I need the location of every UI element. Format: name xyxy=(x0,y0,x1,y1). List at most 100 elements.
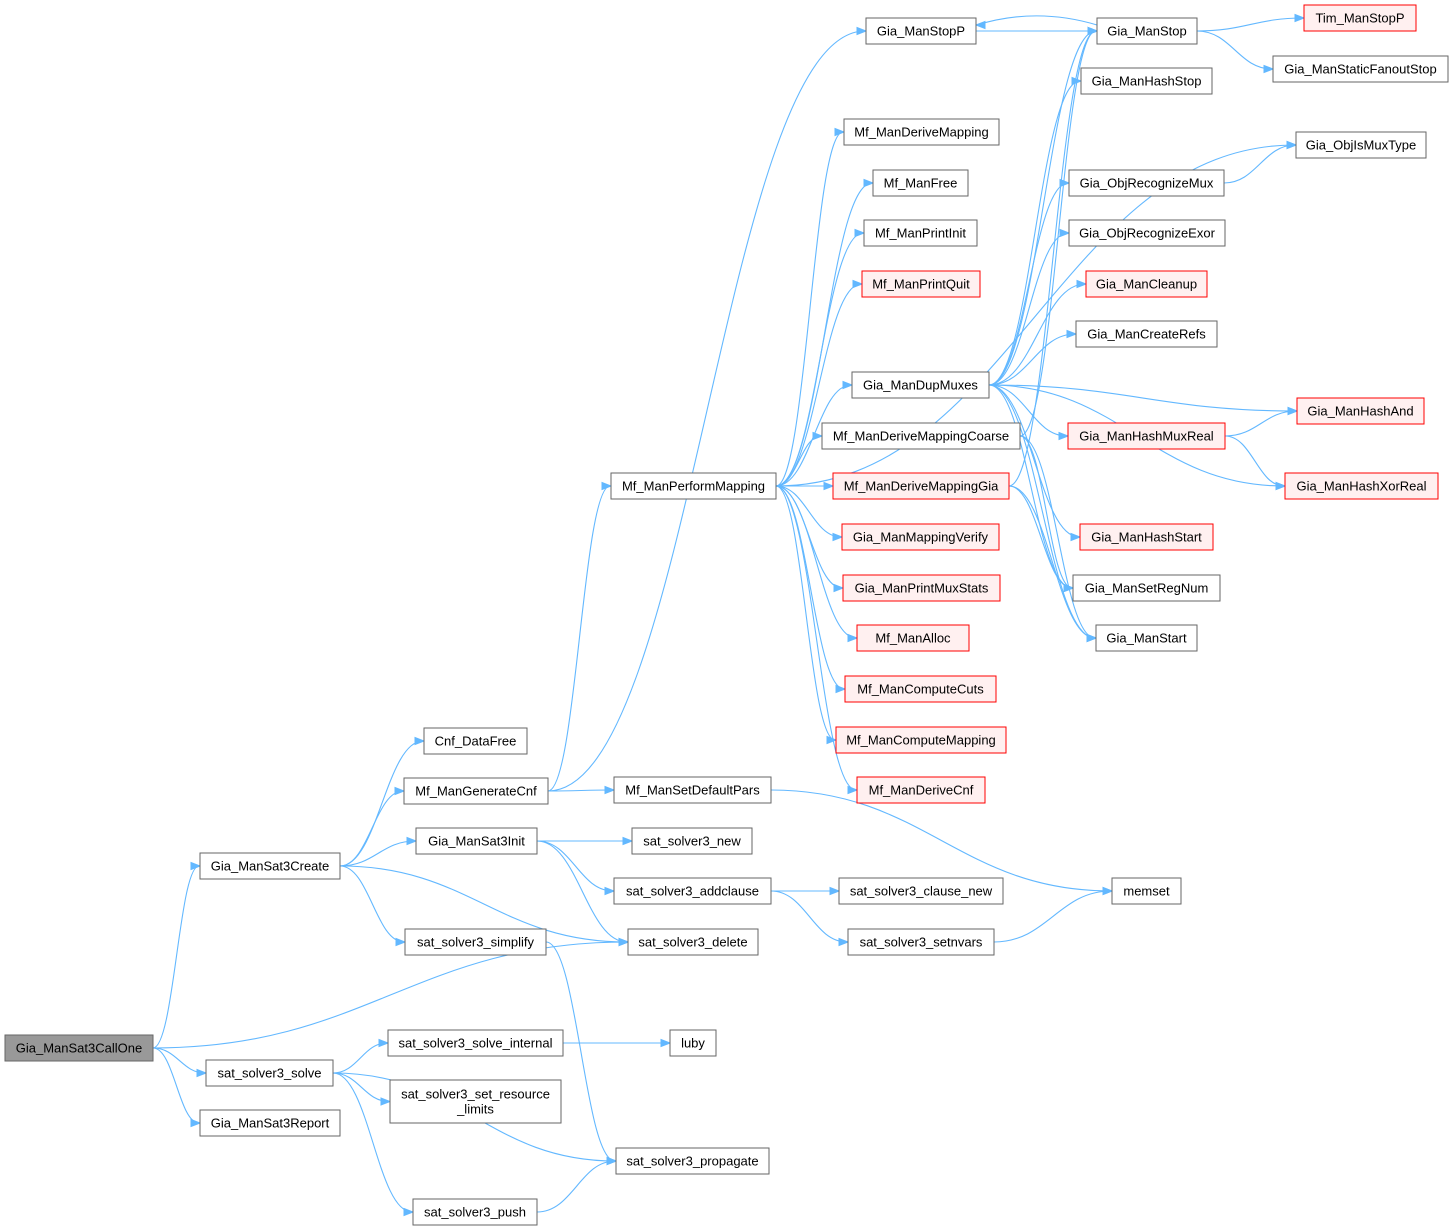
node-gia-manprintmuxstats[interactable]: Gia_ManPrintMuxStats xyxy=(842,574,1001,602)
node-gia-objrecognizemux[interactable]: Gia_ObjRecognizeMux xyxy=(1068,169,1225,197)
node-sat-solver3-push[interactable]: sat_solver3_push xyxy=(412,1198,538,1226)
node-gia-mansat3create[interactable]: Gia_ManSat3Create xyxy=(199,852,341,880)
edge-n13-to-n18 xyxy=(988,283,1086,386)
node-gia-manstop[interactable]: Gia_ManStop xyxy=(1096,17,1198,45)
node-box xyxy=(863,219,978,247)
edge-n0-to-n48 xyxy=(152,1047,200,1124)
node-gia-objrecognizeexor[interactable]: Gia_ObjRecognizeExor xyxy=(1068,219,1226,247)
edge-arrowhead xyxy=(1066,329,1078,339)
node-gia-mansetregnum[interactable]: Gia_ManSetRegNum xyxy=(1072,574,1221,602)
edge-arrowhead xyxy=(190,861,202,871)
node-gia-manhashstop[interactable]: Gia_ManHashStop xyxy=(1080,67,1213,95)
node-mf-manalloc[interactable]: Mf_ManAlloc xyxy=(856,624,970,652)
node-label: sat_solver3_solve xyxy=(217,1066,321,1081)
node-label: Mf_ManGenerateCnf xyxy=(415,784,537,799)
node-box xyxy=(199,852,341,880)
node-box xyxy=(872,169,969,197)
edge-arrowhead xyxy=(974,20,986,30)
node-mf-manderivemappinggia[interactable]: Mf_ManDeriveMappingGia xyxy=(832,472,1010,500)
node-label: sat_solver3_propagate xyxy=(626,1154,758,1169)
node-mf-manperformmapping[interactable]: Mf_ManPerformMapping xyxy=(610,472,777,500)
edge-arrowhead xyxy=(1070,532,1082,542)
node-sat-solver3-solve[interactable]: sat_solver3_solve xyxy=(205,1059,334,1087)
node-label: sat_solver3_setnvars xyxy=(860,935,983,950)
node-label: Gia_ManStaticFanoutStop xyxy=(1284,62,1436,77)
node-label: luby xyxy=(681,1036,705,1051)
edge-n36-to-n38 xyxy=(536,840,614,892)
node-label: sat_solver3_solve_internal xyxy=(399,1036,553,1051)
node-box xyxy=(1095,624,1198,652)
node-tim-manstopp[interactable]: Tim_ManStopP xyxy=(1303,4,1417,32)
node-gia-mansat3init[interactable]: Gia_ManSat3Init xyxy=(415,827,538,855)
node-label: Gia_ObjIsMuxType xyxy=(1306,138,1417,153)
edge-n5-to-n6 xyxy=(1196,17,1304,32)
node-memset[interactable]: memset xyxy=(1111,877,1182,905)
edge-arrowhead xyxy=(826,735,838,745)
node-sat-solver3-addclause[interactable]: sat_solver3_addclause xyxy=(613,877,772,905)
node-sat-solver3-propagate[interactable]: sat_solver3_propagate xyxy=(615,1147,770,1175)
node-label: Mf_ManPrintInit xyxy=(875,226,966,241)
node-gia-manhashmuxreal[interactable]: Gia_ManHashMuxReal xyxy=(1067,422,1226,450)
node-mf-manprintquit[interactable]: Mf_ManPrintQuit xyxy=(861,270,981,298)
node-sat-solver3-set-resource-limits[interactable]: sat_solver3_set_resource_limits xyxy=(389,1079,562,1124)
edge-arrowhead xyxy=(847,633,859,643)
node-mf-manprintinit[interactable]: Mf_ManPrintInit xyxy=(863,219,978,247)
edge-n13-to-n21 xyxy=(988,384,1068,437)
node-mf-manderivecnf[interactable]: Mf_ManDeriveCnf xyxy=(856,776,986,804)
node-sat-solver3-clause-new[interactable]: sat_solver3_clause_new xyxy=(838,877,1004,905)
node-box xyxy=(856,776,986,804)
node-gia-manhashstart[interactable]: Gia_ManHashStart xyxy=(1079,523,1214,551)
node-mf-manderivemapping[interactable]: Mf_ManDeriveMapping xyxy=(843,118,1000,146)
edge-n8-to-n23 xyxy=(775,435,822,487)
node-gia-manstaticfanoutstop[interactable]: Gia_ManStaticFanoutStop xyxy=(1272,55,1449,83)
edge-n1-to-n42 xyxy=(339,865,405,943)
edge-n0-to-n41 xyxy=(152,941,628,1049)
edge-arrowhead xyxy=(838,937,850,947)
node-box xyxy=(1068,219,1226,247)
node-luby[interactable]: luby xyxy=(669,1029,717,1057)
edge-arrowhead xyxy=(823,481,835,491)
node-gia-mansat3report[interactable]: Gia_ManSat3Report xyxy=(199,1109,341,1137)
node-gia-mansat3callone[interactable]: Gia_ManSat3CallOne xyxy=(4,1034,154,1062)
node-label: Tim_ManStopP xyxy=(1315,11,1404,26)
edge-arrowhead xyxy=(604,886,616,896)
node-mf-mancomputemapping[interactable]: Mf_ManComputeMapping xyxy=(835,726,1007,754)
node-box xyxy=(856,624,970,652)
edge-arrowhead xyxy=(1059,178,1071,188)
node-label: Mf_ManFree xyxy=(884,176,958,191)
edge-n13-to-n16 xyxy=(988,182,1069,386)
node-label: Mf_ManDeriveMapping xyxy=(854,125,988,140)
node-gia-manmappingverify[interactable]: Gia_ManMappingVerify xyxy=(841,523,1000,551)
edge-arrowhead xyxy=(403,1207,415,1217)
node-mf-manfree[interactable]: Mf_ManFree xyxy=(872,169,969,197)
edge-n16-to-n15 xyxy=(1223,144,1296,184)
node-cnf-datafree[interactable]: Cnf_DataFree xyxy=(423,727,528,755)
node-sat-solver3-new[interactable]: sat_solver3_new xyxy=(631,827,753,855)
node-sat-solver3-setnvars[interactable]: sat_solver3_setnvars xyxy=(847,928,995,956)
node-label: Gia_ObjRecognizeMux xyxy=(1080,176,1214,191)
node-gia-manstart[interactable]: Gia_ManStart xyxy=(1095,624,1198,652)
node-sat-solver3-solve-internal[interactable]: sat_solver3_solve_internal xyxy=(387,1029,564,1057)
edge-n23-to-n26 xyxy=(1019,435,1073,589)
node-gia-mancleanup[interactable]: Gia_ManCleanup xyxy=(1085,270,1208,298)
node-mf-mancomputecuts[interactable]: Mf_ManComputeCuts xyxy=(844,675,997,703)
node-label: Gia_ManStopP xyxy=(877,24,965,39)
node-gia-manstopp[interactable]: Gia_ManStopP xyxy=(865,17,977,45)
node-mf-mansetdefaultpars[interactable]: Mf_ManSetDefaultPars xyxy=(613,776,772,804)
node-sat-solver3-simplify[interactable]: sat_solver3_simplify xyxy=(404,928,547,956)
node-box xyxy=(1075,320,1218,348)
node-mf-mangeneratecnf[interactable]: Mf_ManGenerateCnf xyxy=(403,777,549,805)
node-gia-objismuxtype[interactable]: Gia_ObjIsMuxType xyxy=(1295,131,1427,159)
node-gia-manhashxorreal[interactable]: Gia_ManHashXorReal xyxy=(1284,472,1439,500)
edge-arrowhead xyxy=(847,785,859,795)
node-label: Gia_ManSetRegNum xyxy=(1085,581,1209,596)
node-box xyxy=(844,675,997,703)
edge-arrowhead xyxy=(832,532,844,542)
node-label: Gia_ManHashXorReal xyxy=(1296,479,1426,494)
node-gia-mancreaterefs[interactable]: Gia_ManCreateRefs xyxy=(1075,320,1218,348)
node-gia-manhashand[interactable]: Gia_ManHashAnd xyxy=(1296,397,1425,425)
node-mf-manderivemappingcoarse[interactable]: Mf_ManDeriveMappingCoarse xyxy=(821,422,1021,450)
node-box xyxy=(1072,574,1221,602)
node-gia-mandupmuxes[interactable]: Gia_ManDupMuxes xyxy=(851,371,990,399)
node-sat-solver3-delete[interactable]: sat_solver3_delete xyxy=(627,928,759,956)
